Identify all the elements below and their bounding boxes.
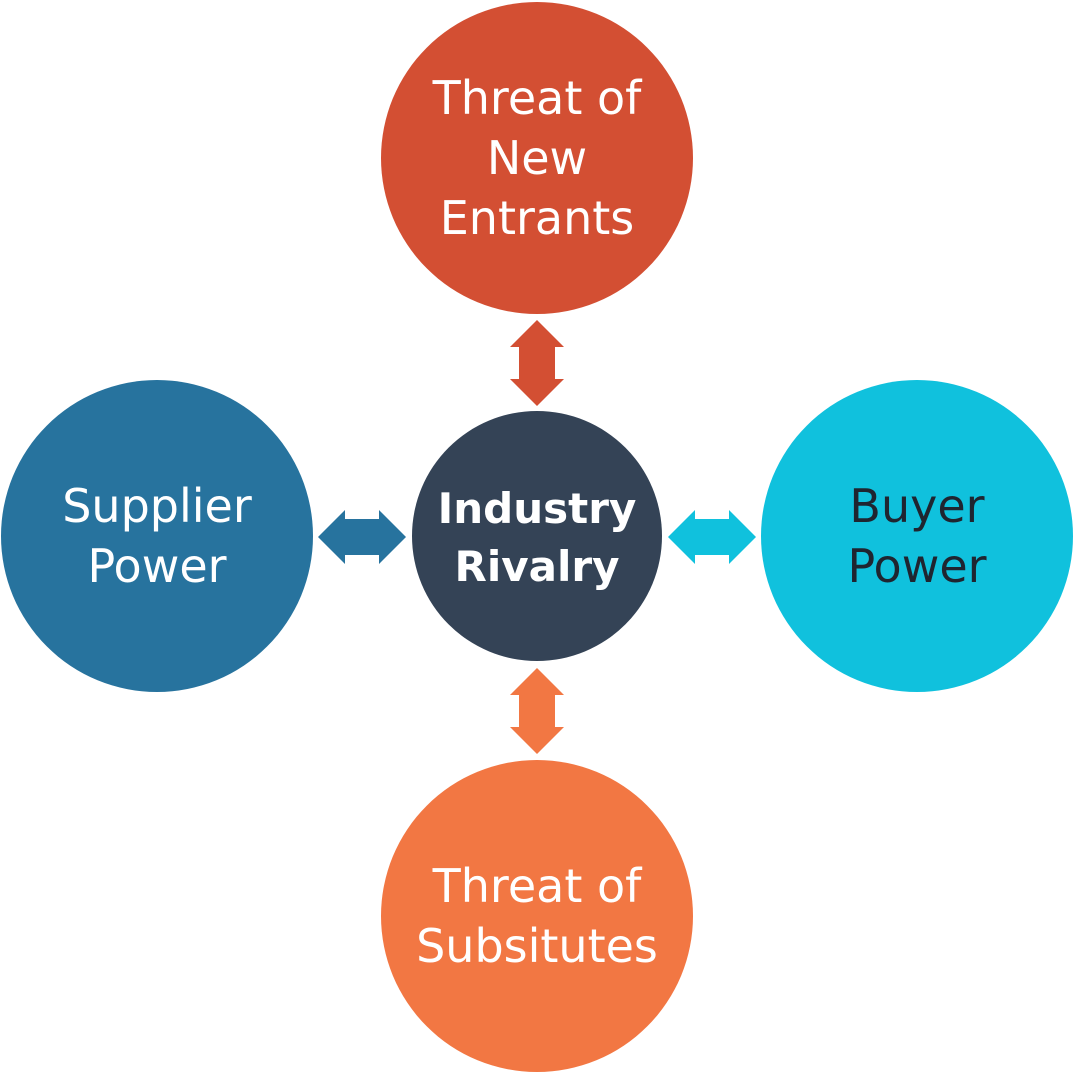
- connector-right-shape: [668, 510, 756, 564]
- force-label-new-entrants: Threat of New Entrants: [432, 71, 642, 245]
- force-node-substitutes: Threat of Subsitutes: [381, 760, 693, 1072]
- center-label-industry-rivalry: Industry Rivalry: [437, 484, 637, 591]
- connector-bottom-shape: [510, 668, 564, 754]
- connector-substitutes-double-arrow-icon: [510, 668, 564, 754]
- force-label-substitutes: Threat of Subsitutes: [416, 859, 658, 973]
- force-node-supplier-power: Supplier Power: [1, 380, 313, 692]
- force-node-buyer-power: Buyer Power: [761, 380, 1073, 692]
- connector-supplier-double-arrow-icon: [318, 510, 406, 564]
- connector-buyer-double-arrow-icon: [668, 510, 756, 564]
- force-node-new-entrants: Threat of New Entrants: [381, 2, 693, 314]
- connector-left-shape: [318, 510, 406, 564]
- force-label-supplier-power: Supplier Power: [62, 479, 252, 593]
- center-node-industry-rivalry: Industry Rivalry: [412, 411, 662, 661]
- force-label-buyer-power: Buyer Power: [847, 479, 987, 593]
- connector-new-entrants-double-arrow-icon: [510, 320, 564, 406]
